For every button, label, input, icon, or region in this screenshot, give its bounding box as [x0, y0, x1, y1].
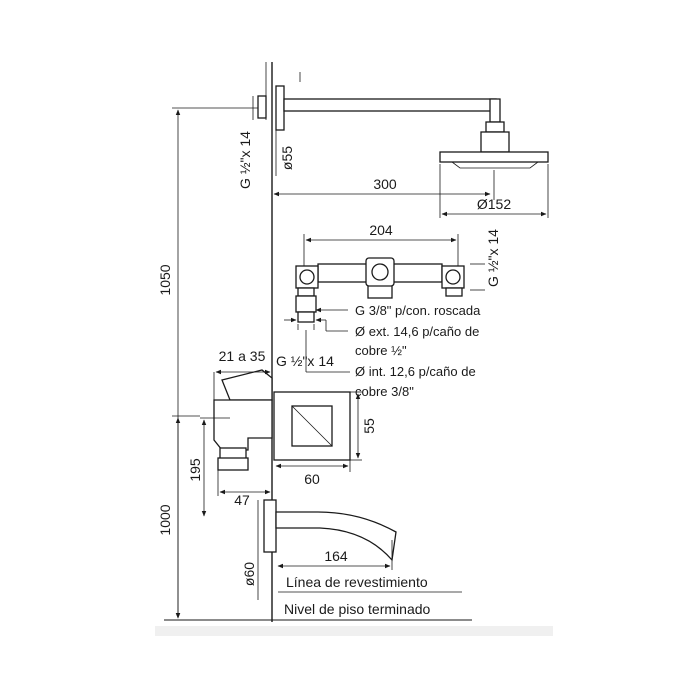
dimension-shower-thread: G ½"x 14: [237, 96, 254, 189]
coating-line: Línea de revestimiento: [278, 574, 462, 593]
shower-thread-label: G ½"x 14: [237, 131, 253, 189]
dimension-1000: 1000: [157, 415, 200, 619]
shower-head: [439, 121, 549, 169]
dimension-152: Ø152: [439, 164, 549, 218]
plate-60-label: 60: [304, 471, 320, 487]
note-connection: G 3/8" p/con. roscada: [355, 303, 481, 318]
offset-47-label: 47: [234, 492, 250, 508]
dimension-47: 47: [217, 470, 271, 508]
dimension-21-35: 21 a 35: [213, 348, 271, 400]
mixer-195-label: 195: [187, 458, 203, 482]
dimension-164: 164: [277, 540, 393, 570]
head-152-label: Ø152: [477, 196, 511, 212]
dimension-flange-55: ø55: [275, 130, 295, 176]
dimension-valve-thread: G ½"x 14: [470, 229, 501, 291]
valve-thread-label: G ½"x 14: [485, 229, 501, 287]
note-int-line1: Ø int. 12,6 p/caño de: [355, 364, 476, 379]
spout-164-label: 164: [324, 548, 348, 564]
floor-level: Nivel de piso terminado: [155, 601, 553, 636]
valve-body: 204: [295, 222, 465, 323]
floor-band: [155, 626, 553, 636]
dimension-spout-flange: ø60: [241, 500, 259, 600]
mixer-body: [213, 369, 351, 471]
dimension-mixer-thread: G ½"x 14: [276, 353, 334, 369]
arm-300-label: 300: [373, 176, 397, 192]
tub-spout: [263, 499, 397, 562]
note-ext-line1: Ø ext. 14,6 p/caño de: [355, 324, 479, 339]
valve-204-label: 204: [369, 222, 393, 238]
floor-level-label: Nivel de piso terminado: [284, 601, 431, 617]
dimension-300: 300: [273, 170, 495, 200]
flange-55-label: ø55: [279, 146, 295, 170]
dimension-195: 195: [187, 417, 230, 517]
depth-label: 21 a 35: [219, 348, 266, 364]
dimension-60: 60: [275, 460, 351, 487]
dim-1000-label: 1000: [157, 504, 173, 535]
coating-line-label: Línea de revestimiento: [286, 574, 428, 590]
plate-55-label: 55: [361, 418, 377, 434]
dimension-55: 55: [350, 391, 377, 461]
shower-arm: [257, 85, 501, 131]
mixer-thread-label: G ½"x 14: [276, 353, 334, 369]
note-int-line2: cobre 3/8": [355, 384, 414, 399]
connection-notes: G 3/8" p/con. roscada Ø ext. 14,6 p/caño…: [284, 303, 481, 399]
note-ext-line2: cobre ½": [355, 343, 407, 358]
spout-flange-label: ø60: [241, 562, 257, 586]
dim-1050-label: 1050: [157, 264, 173, 295]
